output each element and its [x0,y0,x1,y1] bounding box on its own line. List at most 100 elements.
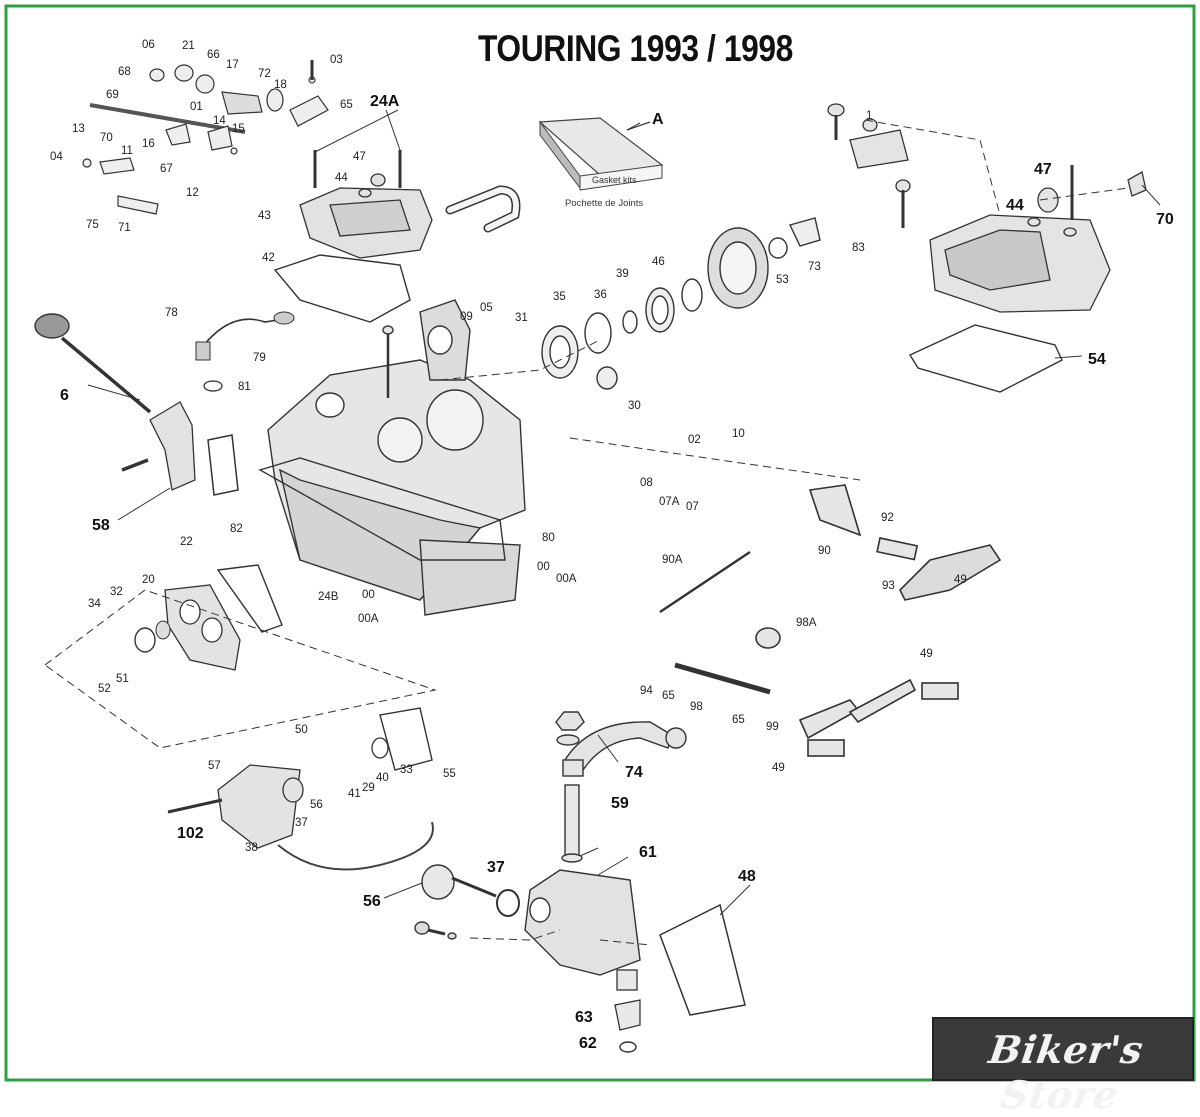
callout: 48 [738,868,756,885]
callout: 94 [640,685,653,697]
callout: 32 [110,586,123,598]
gasket-kit-caption: Pochette de Joints [565,198,643,209]
sensor-plug [273,311,295,325]
bracket-58 [149,401,196,491]
callout: 09 [460,311,473,323]
callout: 12 [186,187,199,199]
gasket-82 [207,434,239,496]
callout: 70 [100,132,113,144]
callout: 68 [118,66,131,78]
bushing-63 [614,969,641,1031]
callout: 35 [553,291,566,303]
callout: 11 [121,145,133,157]
gasket-kit-box [538,117,664,191]
callout: 08 [640,477,653,489]
callout: 44 [1006,197,1024,214]
top-cover-43 [299,150,433,259]
callout: 98A [796,617,817,629]
callout: 47 [353,151,366,163]
callout: 54 [1088,351,1106,368]
gasket-kit-box-text: Gasket kits [592,175,637,185]
callout: 72 [258,68,271,80]
callout: 53 [776,274,789,286]
callout: 81 [238,381,251,393]
callout: 37 [295,817,308,829]
shift-housing-61 [524,869,641,976]
callout: 90A [662,554,683,566]
callout: 06 [142,39,155,51]
callout: 78 [165,307,178,319]
callout: 36 [594,289,607,301]
release-cover-57 [167,764,304,849]
bolt-58 [121,458,149,472]
bearings-and-seals [541,217,821,390]
callout: 51 [116,673,129,685]
callout: 10 [732,428,745,440]
callout: 65 [340,99,353,111]
callout: 34 [88,598,101,610]
callout: 16 [142,138,155,150]
callout: 56 [363,893,381,910]
callout: 65 [662,690,675,702]
sensor-body [195,341,211,361]
callout: 44 [335,172,348,184]
callout: 41 [348,788,361,800]
green-border [4,4,1196,1082]
assembly-dashed-lines [44,119,1129,946]
breather-hose-inner [447,186,519,231]
callout: 80 [542,532,555,544]
callout: 13 [72,123,85,135]
callout: 1 [866,110,872,122]
ring-33 [371,737,389,759]
callout: 49 [772,762,785,774]
cable-38 [277,821,434,871]
dipstick-6 [34,313,152,414]
callout: 24A [370,93,400,110]
gasket-42 [273,254,411,323]
callout: 62 [579,1035,597,1052]
callout: 98 [690,701,703,713]
callout: 07 [686,501,699,513]
leader-lines [87,109,1161,916]
callout: 30 [628,400,641,412]
shift-lever-74 [555,711,687,777]
callout: 71 [118,222,131,234]
callout: 42 [262,252,275,264]
callout: 38 [245,842,258,854]
shift-shaft-59 [561,784,583,863]
callout: 18 [274,79,287,91]
callout: 66 [207,49,220,61]
callout: 61 [639,844,657,861]
callout: 46 [652,256,665,268]
callout: 00 [362,589,375,601]
callout: 73 [808,261,821,273]
callout: 99 [766,721,779,733]
callout-labels: 06 21 66 17 72 18 03 68 69 01 65 13 70 1… [50,39,1174,1052]
logo-text: Biker's Store [986,1027,1147,1117]
callout: 43 [258,210,271,222]
callout: 79 [253,352,266,364]
callout: 92 [881,512,894,524]
callout: 57 [208,760,221,772]
callout: 40 [376,772,389,784]
gasket-54 [908,324,1063,393]
callout: 15 [232,123,245,135]
callout: 58 [92,517,110,534]
callout: 24B [318,591,339,603]
callout: 02 [688,434,701,446]
callout: 04 [50,151,63,163]
gasket-48 [659,903,746,1016]
callout: 90 [818,545,831,557]
callout: 20 [142,574,155,586]
callout: 00A [358,613,379,625]
callout: 83 [852,242,865,254]
callout: 70 [1156,211,1174,228]
callout: 6 [60,387,69,404]
callout: 75 [86,219,99,231]
seal-37 [496,889,520,917]
callout: 33 [400,764,413,776]
shifter-drum-assembly [82,60,329,215]
o-ring-81 [203,380,223,392]
callout: 69 [106,89,119,101]
callout: 00A [556,573,577,585]
